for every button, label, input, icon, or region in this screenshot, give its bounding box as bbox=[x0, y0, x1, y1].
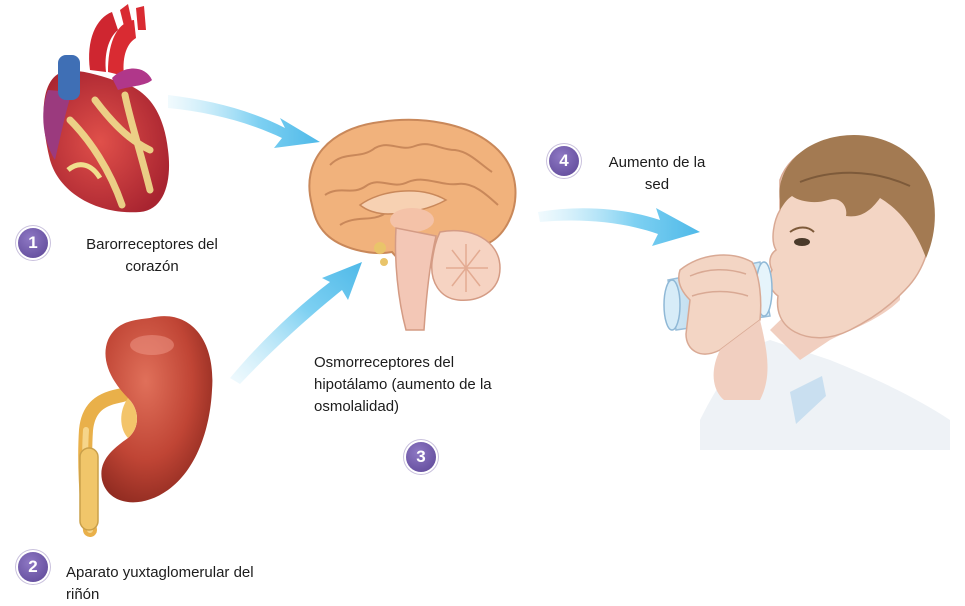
step-2-label: Aparato yuxtaglomerular del riñón bbox=[66, 562, 306, 606]
step-3-badge: 3 bbox=[406, 442, 436, 472]
step-1-label-line-2: corazón bbox=[62, 256, 242, 278]
step-2-label-line-1: Aparato yuxtaglomerular del bbox=[66, 562, 306, 584]
arrow-heart-to-brain bbox=[168, 95, 320, 148]
step-3-label-line-3: osmolalidad) bbox=[314, 396, 554, 418]
step-4-badge: 4 bbox=[549, 146, 579, 176]
step-4-label-line-1: Aumento de la bbox=[592, 152, 722, 174]
brain-illustration bbox=[309, 120, 515, 330]
step-1-badge: 1 bbox=[18, 228, 48, 258]
heart-illustration bbox=[43, 4, 169, 212]
kidney-illustration bbox=[80, 316, 212, 530]
step-3-label: Osmorreceptores del hipotálamo (aumento … bbox=[314, 352, 554, 418]
step-3-label-line-2: hipotálamo (aumento de la bbox=[314, 374, 554, 396]
step-1-label-line-1: Barorreceptores del bbox=[62, 234, 242, 256]
step-4-label: Aumento de la sed bbox=[592, 152, 722, 196]
step-3-label-line-1: Osmorreceptores del bbox=[314, 352, 554, 374]
step-4-label-line-2: sed bbox=[592, 174, 722, 196]
arrow-brain-to-person bbox=[538, 208, 700, 246]
step-2-badge: 2 bbox=[18, 552, 48, 582]
step-1-label: Barorreceptores del corazón bbox=[62, 234, 242, 278]
